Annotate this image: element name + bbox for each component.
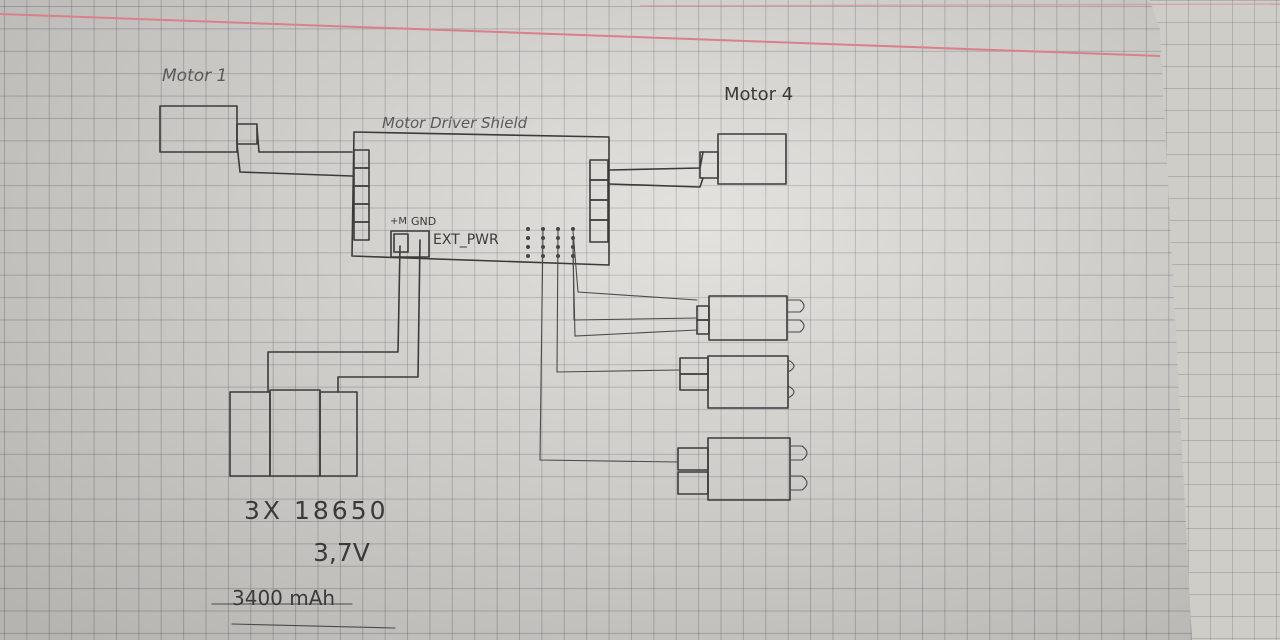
- motor-driver-shield: [351, 131, 610, 266]
- margin-line-back-page: [639, 3, 1280, 7]
- servo-1-wire-a: [572, 230, 698, 301]
- battery-pack: [229, 389, 358, 477]
- capacity-label: 3400 mAh: [232, 586, 336, 610]
- capacity-underline: [231, 623, 396, 629]
- motor-4-wire-top: [608, 151, 704, 171]
- servo-2-wire: [556, 230, 681, 373]
- servo-1: [696, 295, 805, 341]
- motor-4-wire-bottom: [608, 177, 704, 188]
- battery-count-label: 3X 18650: [244, 496, 389, 525]
- shield-label: Motor Driver Shield: [382, 114, 528, 132]
- gnd-label: GND: [411, 215, 437, 228]
- margin-line-top: [0, 13, 1161, 57]
- motor-1-wire-top: [256, 127, 353, 153]
- servo-1-wire-c: [572, 249, 698, 337]
- motor-1-wire-bottom: [236, 143, 353, 177]
- battery-wire-negative: [337, 239, 421, 393]
- servo-2: [679, 355, 795, 409]
- servo-3: [677, 437, 808, 501]
- motor-4-label: Motor 4: [724, 84, 794, 105]
- voltage-label: 3,7V: [313, 538, 370, 567]
- motor-4-body: [699, 133, 787, 185]
- plus-m-label: +M: [390, 216, 408, 227]
- ext-pwr-terminal: [390, 230, 430, 258]
- servo-1-wire-b: [572, 239, 698, 321]
- ext-pwr-label: EXT_PWR: [433, 232, 499, 248]
- motor-1-body: [159, 105, 258, 153]
- servo-3-wire: [539, 230, 679, 463]
- motor-1-label: Motor 1: [162, 66, 228, 86]
- servo-header-pins: [526, 227, 575, 258]
- battery-wire-positive: [267, 245, 401, 393]
